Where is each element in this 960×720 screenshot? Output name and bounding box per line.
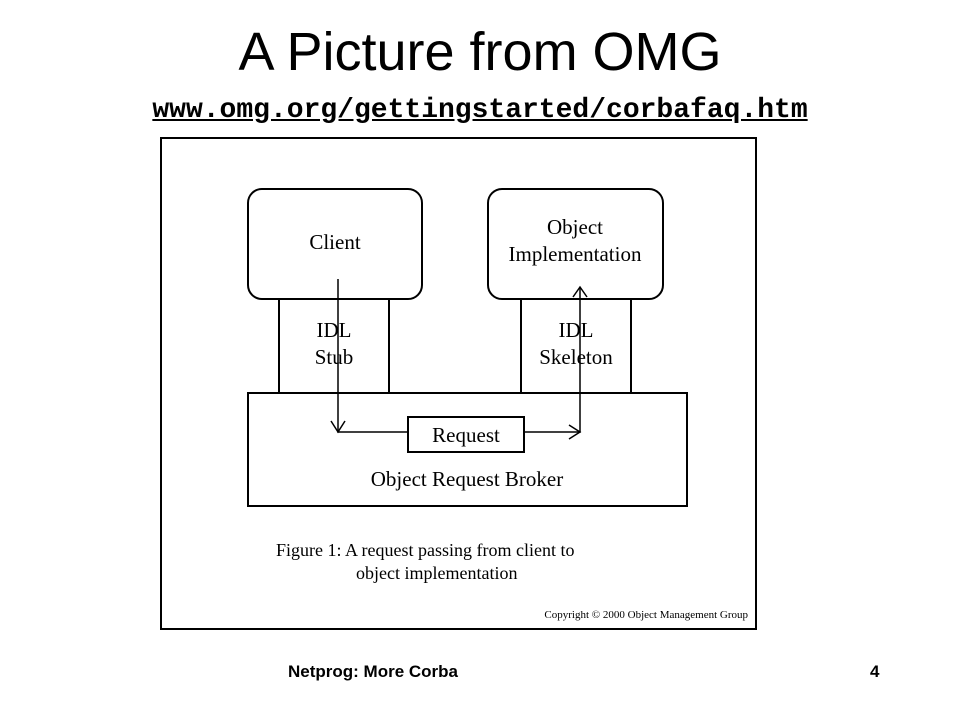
corba-diagram: Client Object Implementation IDL Stub ID…: [247, 188, 748, 621]
client-label: Client: [309, 230, 360, 254]
figure-caption-line2: object implementation: [356, 563, 517, 583]
idl-stub-box: [278, 298, 390, 394]
idl-skeleton-box: [520, 298, 632, 394]
request-label: Request: [432, 423, 500, 447]
object-impl-label-line2: Implementation: [509, 242, 642, 266]
orb-box: [247, 392, 688, 507]
object-impl-label-line1: Object: [547, 215, 603, 239]
idl-skeleton-label-line2: Skeleton: [539, 345, 613, 369]
orb-label: Object Request Broker: [371, 467, 563, 491]
slide-title: A Picture from OMG: [238, 22, 722, 82]
source-link[interactable]: www.omg.org/gettingstarted/corbafaq.htm: [152, 95, 808, 126]
idl-skeleton-label-line1: IDL: [559, 318, 594, 342]
request-box: [407, 416, 525, 453]
footer-page-number: 4: [870, 662, 880, 681]
client-down-arrowhead: [330, 420, 346, 434]
copyright-notice: Copyright © 2000 Object Management Group: [544, 609, 748, 621]
corba-figure: Client Object Implementation IDL Stub ID…: [160, 137, 757, 630]
skeleton-up-arrowhead: [572, 285, 588, 298]
figure-caption-line1: Figure 1: A request passing from client …: [276, 540, 574, 560]
idl-stub-label-line2: Stub: [315, 345, 354, 369]
footer-course-label: Netprog: More Corba: [288, 662, 458, 681]
idl-stub-label-line1: IDL: [317, 318, 352, 342]
request-right-arrowhead: [568, 424, 582, 440]
